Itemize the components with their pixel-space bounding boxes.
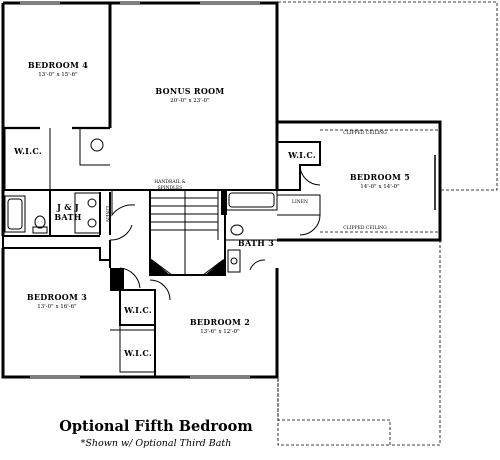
bedroom-4-dim: 13'-0" x 15'-6" bbox=[38, 72, 77, 78]
jj-bath-label-line2: BATH bbox=[54, 212, 81, 222]
linen-label-hall: LINEN bbox=[104, 206, 110, 222]
bedroom-2-name: BEDROOM 2 bbox=[190, 317, 250, 327]
wic-label-bedroom3: W.I.C. bbox=[123, 305, 152, 315]
bonus-room-dim: 20'-0" x 23'-0" bbox=[170, 98, 209, 104]
wic-label-bedroom5: W.I.C. bbox=[287, 150, 316, 160]
bedroom-2-dim: 13'-6" x 12'-0" bbox=[200, 329, 239, 335]
clipped-ceiling-bottom: CLIPPED CEILING bbox=[343, 225, 387, 231]
linen-label-bedroom3: LINEN bbox=[111, 272, 117, 288]
plan-title: Optional Fifth Bedroom bbox=[59, 418, 253, 435]
wic-label-bedroom2: W.I.C. bbox=[123, 348, 152, 358]
handrail-label-line2: SPINDLES bbox=[158, 185, 183, 191]
interior-walls bbox=[2, 2, 440, 378]
bedroom-4-name: BEDROOM 4 bbox=[28, 60, 88, 70]
bath-3-label: BATH 3 bbox=[238, 238, 274, 248]
plan-subtitle: *Shown w/ Optional Third Bath bbox=[80, 438, 232, 449]
bedroom-5-dim: 14'-0" x 14'-0" bbox=[360, 184, 399, 190]
linen-label-bedroom5: LINEN bbox=[292, 199, 308, 205]
optional-area-outline bbox=[277, 1, 498, 446]
bedroom-3-dim: 13'-0" x 16'-6" bbox=[37, 304, 76, 310]
jj-bath-label-line1: J & J bbox=[56, 202, 79, 212]
bonus-room-name: BONUS ROOM bbox=[155, 86, 224, 96]
wic-label-bedroom4: W.I.C. bbox=[13, 146, 42, 156]
handrail-label-line1: HANDRAIL & bbox=[154, 179, 186, 185]
bedroom-3-name: BEDROOM 3 bbox=[27, 292, 87, 302]
bedroom-5-name: BEDROOM 5 bbox=[350, 172, 410, 182]
clipped-ceiling-top: CLIPPED CEILING bbox=[343, 130, 387, 136]
